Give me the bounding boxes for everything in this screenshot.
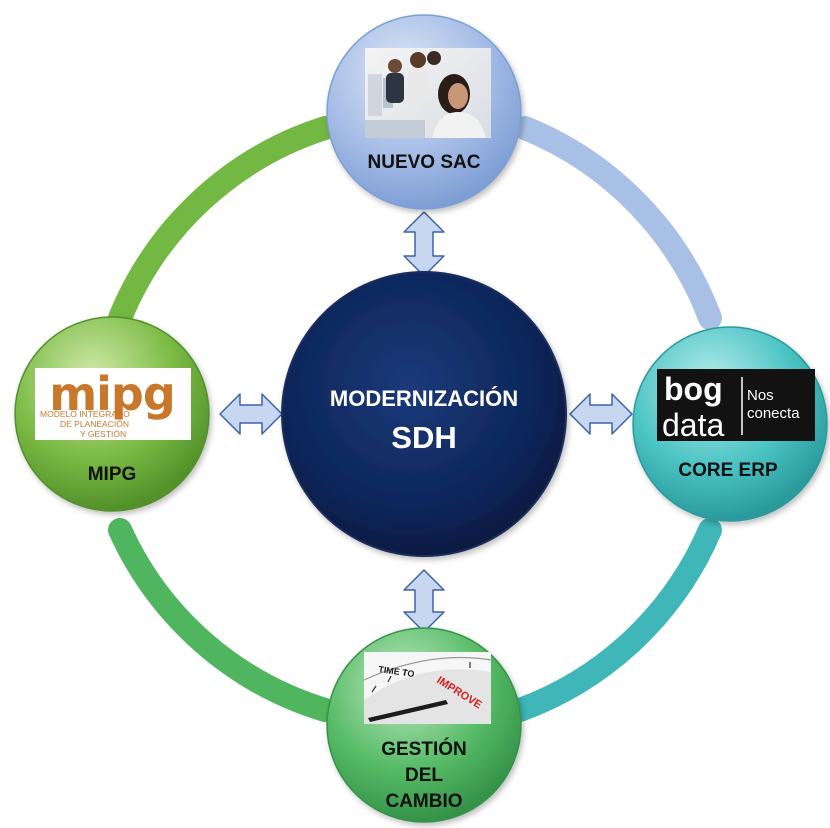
bogdata-logo: bog data Nos conecta — [657, 369, 815, 443]
call-center-photo — [365, 48, 491, 138]
arrow-bottom — [403, 569, 445, 633]
mipg-logo-line3: Y GESTIÓN — [80, 429, 126, 439]
node-label-core-erp: CORE ERP — [678, 460, 778, 481]
mipg-logo-line1: MODELO INTEGRADO — [40, 409, 130, 419]
node-gestion-del-cambio: TIME TO IMPROVE GESTIÓN DEL CAMBIO — [326, 627, 522, 823]
ring — [108, 116, 722, 722]
bogdata-logo-line1: bog — [664, 371, 723, 407]
ring-arc-bottom-left — [108, 518, 337, 722]
arrow-left — [219, 393, 283, 435]
connector-arrows — [219, 211, 633, 633]
arrow-right — [569, 393, 633, 435]
ring-arc-right-bottom — [508, 518, 722, 722]
mipg-logo: mipg MODELO INTEGRADO DE PLANEACIÓN Y GE… — [35, 367, 191, 440]
node-mipg: mipg MODELO INTEGRADO DE PLANEACIÓN Y GE… — [14, 316, 210, 512]
bogdata-logo-tag1: Nos — [747, 387, 774, 404]
bogdata-logo-tag2: conecta — [747, 405, 800, 422]
center-subtitle: SDH — [391, 420, 456, 455]
center-title: MODERNIZACIÓN — [330, 386, 518, 411]
node-label-cambio: CAMBIO — [385, 791, 462, 812]
ring-arc-left-top — [108, 116, 337, 330]
center-node: MODERNIZACIÓN SDH — [281, 271, 567, 557]
node-label-gestion: GESTIÓN — [381, 738, 467, 760]
node-label-mipg: MIPG — [88, 464, 137, 485]
ring-arc-top-right — [513, 116, 722, 330]
arrow-top — [403, 211, 445, 277]
bogdata-logo-line2: data — [662, 407, 724, 443]
mipg-logo-line2: DE PLANEACIÓN — [60, 419, 129, 429]
node-label-nuevo-sac: NUEVO SAC — [368, 152, 481, 173]
node-nuevo-sac: NUEVO SAC — [326, 14, 522, 210]
mipg-logo-word: mipg — [49, 367, 175, 421]
node-core-erp: bog data Nos conecta CORE ERP — [632, 326, 828, 522]
time-to-improve-photo: TIME TO IMPROVE — [363, 652, 492, 724]
node-label-del: DEL — [405, 765, 443, 786]
